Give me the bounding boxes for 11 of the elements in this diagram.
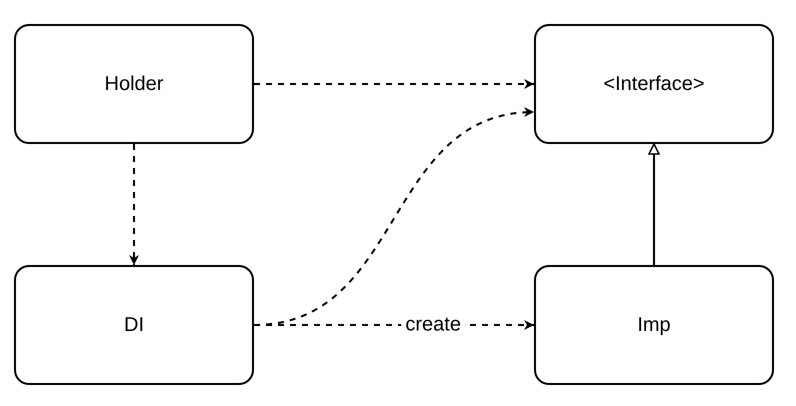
class-box bbox=[14, 265, 254, 385]
class-name: DI bbox=[124, 314, 144, 336]
class-name: <Interface> bbox=[603, 72, 705, 96]
class-name: Imp bbox=[637, 314, 671, 336]
class-box bbox=[14, 24, 254, 144]
class-name: Holder bbox=[104, 72, 164, 96]
inheritance-arrow bbox=[648, 143, 660, 265]
class-box bbox=[534, 24, 774, 144]
class-box bbox=[534, 265, 774, 385]
dashed-arrow bbox=[129, 144, 139, 265]
dashed-arrow bbox=[254, 79, 534, 89]
